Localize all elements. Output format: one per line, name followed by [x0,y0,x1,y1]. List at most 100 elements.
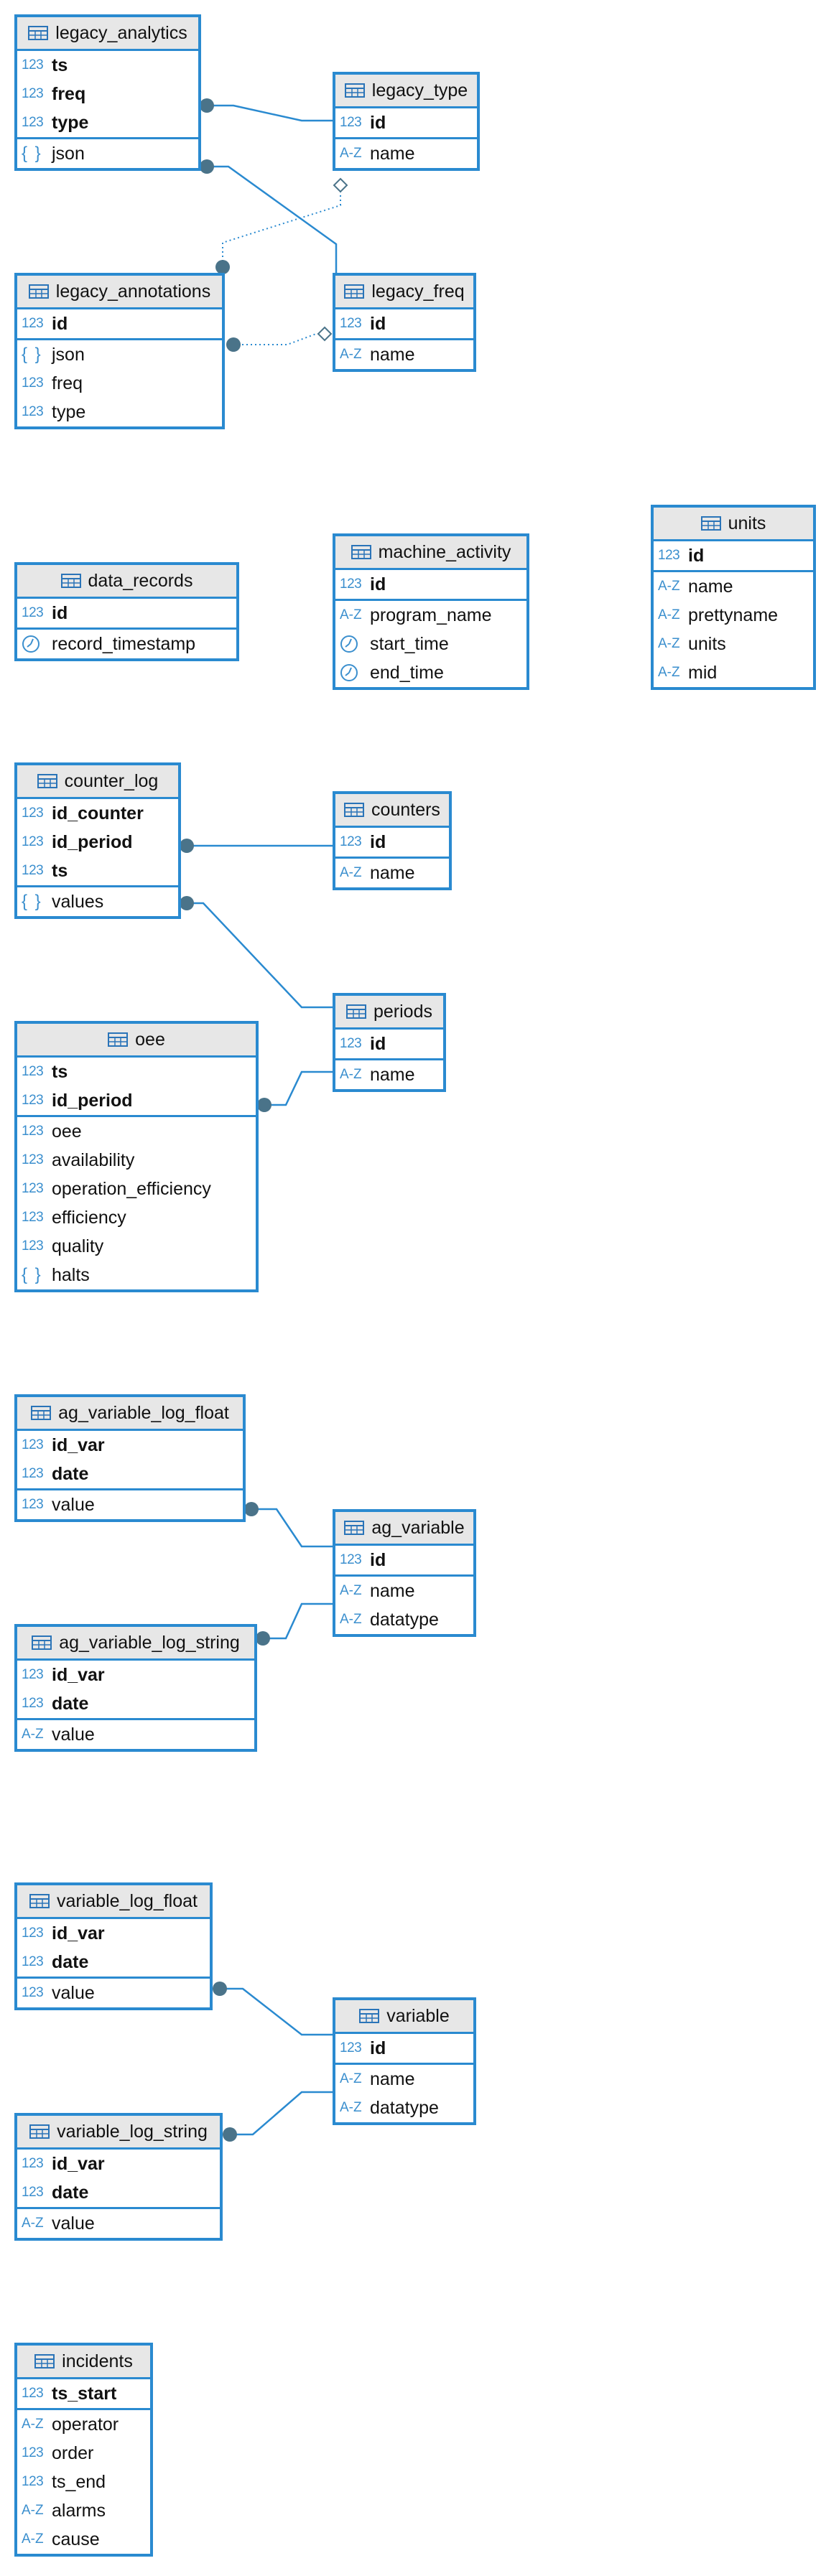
table-header[interactable]: variable_log_float [17,1885,210,1919]
table-header[interactable]: ag_variable [335,1512,473,1546]
table-column[interactable]: { }values [17,885,178,916]
table-column[interactable]: { }halts [17,1261,256,1289]
table-header[interactable]: ag_variable_log_string [17,1627,254,1661]
table-header[interactable]: ag_variable_log_float [17,1397,243,1431]
table-header[interactable]: periods [335,996,443,1030]
table-header[interactable]: variable [335,2000,473,2034]
table-header[interactable]: machine_activity [335,536,526,570]
table-column[interactable]: start_time [335,630,526,658]
table-header[interactable]: units [654,508,813,541]
table-header[interactable]: legacy_annotations [17,276,222,309]
json-type-icon: { } [22,144,42,163]
table-header[interactable]: legacy_type [335,75,477,108]
table-column[interactable]: record_timestamp [17,627,236,658]
table-header[interactable]: oee [17,1024,256,1058]
table-header[interactable]: counter_log [17,765,178,799]
table-column[interactable]: { }json [17,338,222,369]
table-header[interactable]: variable_log_string [17,2116,220,2150]
table-header[interactable]: counters [335,794,449,828]
table-column[interactable]: end_time [335,658,526,687]
table-header[interactable]: incidents [17,2346,150,2379]
table-header[interactable]: data_records [17,565,236,599]
table-header[interactable]: legacy_freq [335,276,473,309]
table-column[interactable]: { }json [17,137,198,168]
table-header[interactable]: legacy_analytics [17,17,198,51]
